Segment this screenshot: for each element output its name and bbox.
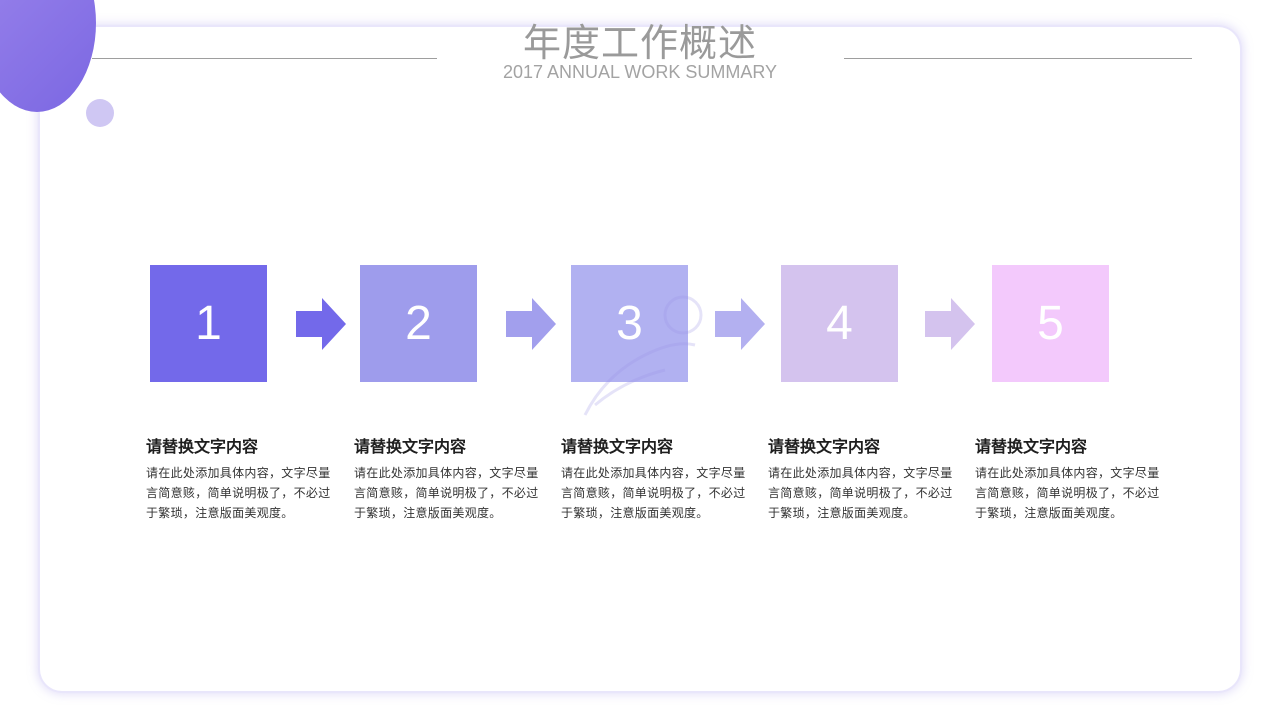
page-subtitle: 2017 ANNUAL WORK SUMMARY (502, 62, 778, 82)
step-box-3: 3 (571, 265, 688, 382)
step-heading-4: 请替换文字内容 (768, 437, 881, 456)
step-box-5: 5 (992, 265, 1109, 382)
arrow-right-icon (925, 298, 975, 350)
arrow-right-icon (296, 298, 346, 350)
step-number: 3 (616, 297, 643, 350)
step-heading-1: 请替换文字内容 (146, 437, 259, 456)
title-rule-left (92, 58, 437, 59)
arrow-shape (506, 298, 556, 350)
step-text-4: 请在此处添加具体内容，文字尽量言简意赅，简单说明极了，不必过于繁琐，注意版面美观… (768, 466, 953, 520)
decorative-circle-small (86, 99, 114, 127)
step-box-4: 4 (781, 265, 898, 382)
step-text-2: 请在此处添加具体内容，文字尽量言简意赅，简单说明极了，不必过于繁琐，注意版面美观… (354, 466, 539, 520)
arrow-shape (715, 298, 765, 350)
step-box-2: 2 (360, 265, 477, 382)
step-heading-2: 请替换文字内容 (354, 437, 467, 456)
step-number: 1 (195, 297, 222, 350)
title-rule-right (844, 58, 1192, 59)
step-number: 5 (1037, 297, 1064, 350)
step-text-3: 请在此处添加具体内容，文字尽量言简意赅，简单说明极了，不必过于繁琐，注意版面美观… (561, 466, 746, 520)
arrow-right-icon (715, 298, 765, 350)
step-number: 4 (826, 297, 853, 350)
step-heading-3: 请替换文字内容 (561, 437, 674, 456)
page-title: 年度工作概述 (522, 21, 757, 65)
step-text-5: 请在此处添加具体内容，文字尽量言简意赅，简单说明极了，不必过于繁琐，注意版面美观… (975, 466, 1160, 520)
arrow-shape (296, 298, 346, 350)
step-text-1: 请在此处添加具体内容，文字尽量言简意赅，简单说明极了，不必过于繁琐，注意版面美观… (146, 466, 331, 520)
step-box-1: 1 (150, 265, 267, 382)
step-heading-5: 请替换文字内容 (975, 437, 1088, 456)
watermark-logo-icon (583, 295, 703, 416)
step-number: 2 (405, 297, 432, 350)
arrow-shape (925, 298, 975, 350)
arrow-right-icon (506, 298, 556, 350)
